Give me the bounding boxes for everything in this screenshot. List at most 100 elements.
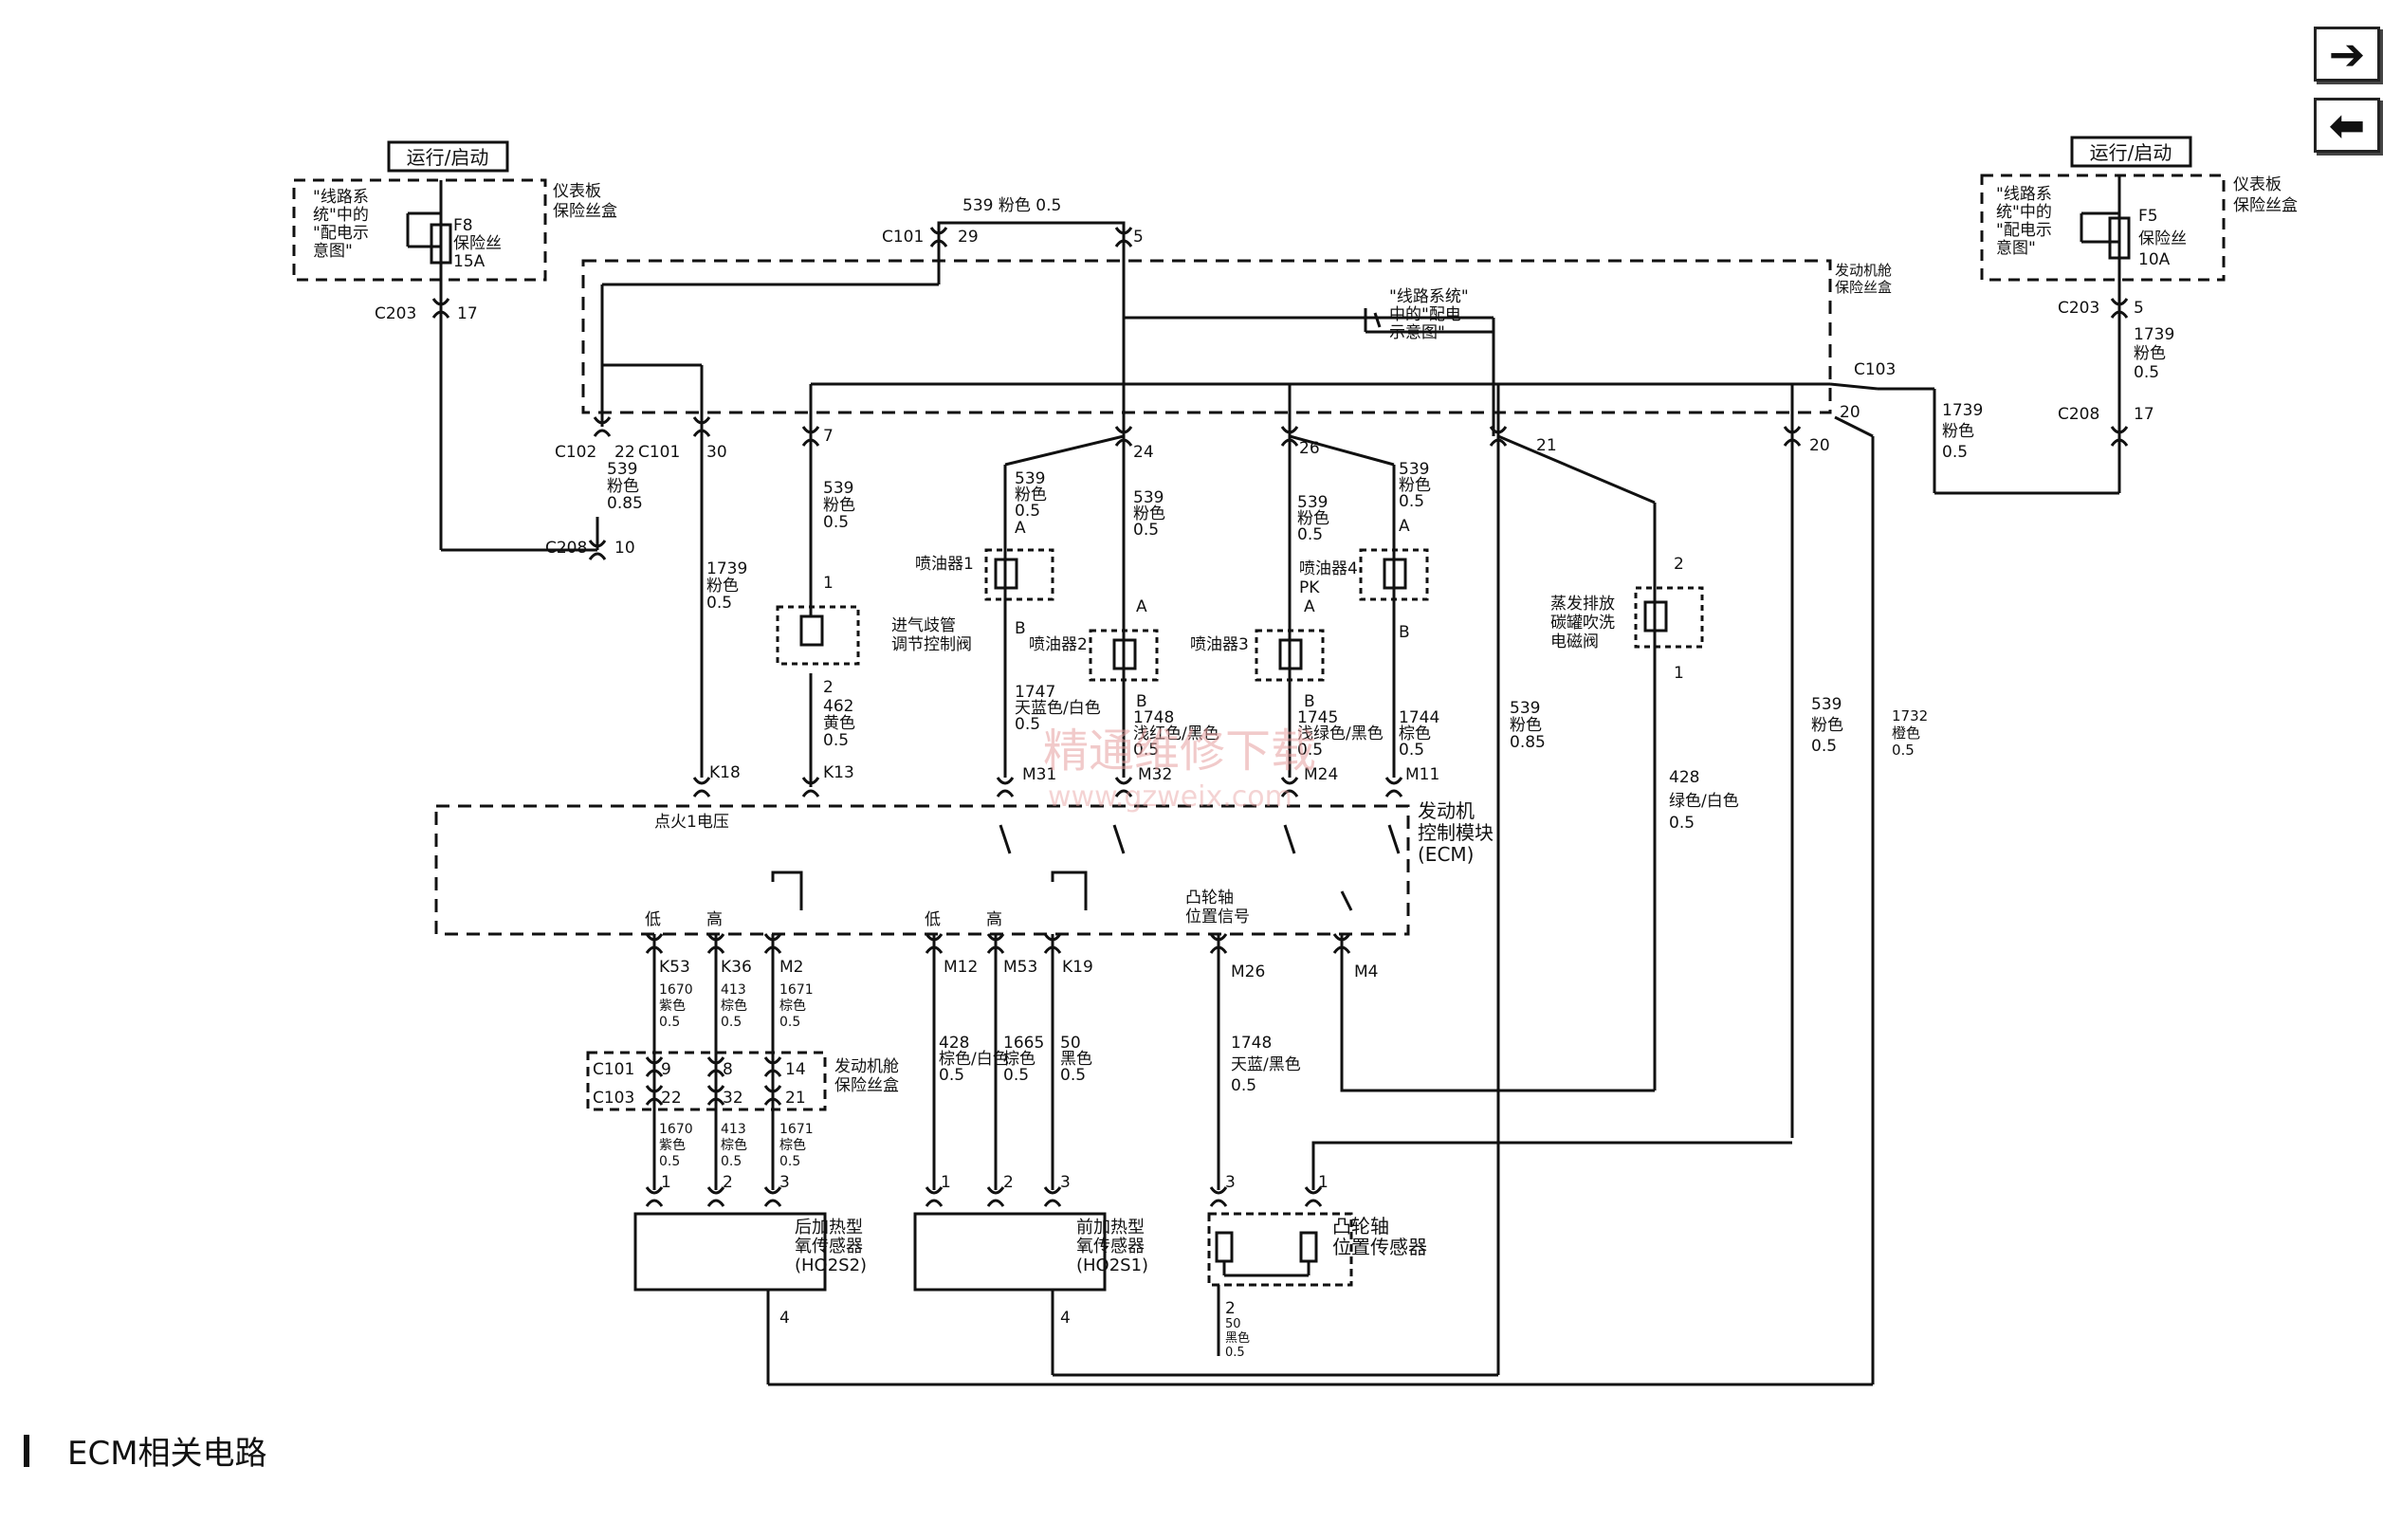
svg-text:M11: M11: [1405, 765, 1439, 784]
svg-text:0.5: 0.5: [659, 1154, 680, 1169]
svg-text:15A: 15A: [453, 252, 486, 271]
svg-text:保险丝盒: 保险丝盒: [834, 1076, 899, 1095]
svg-text:橙色: 橙色: [1892, 724, 1920, 742]
svg-text:粉色: 粉色: [1015, 486, 1047, 504]
svg-text:0.5: 0.5: [2134, 363, 2159, 382]
svg-text:0.5: 0.5: [706, 594, 732, 613]
svg-text:0.5: 0.5: [1133, 521, 1159, 540]
svg-text:仪表板: 仪表板: [553, 182, 601, 201]
svg-text:0.5: 0.5: [1225, 1346, 1245, 1360]
svg-text:0.5: 0.5: [1060, 1066, 1086, 1085]
svg-text:0.5: 0.5: [1297, 741, 1323, 760]
labels: 运行/启动 "线路系 统"中的 "配电示 意图" F8 保险丝 15A 仪表板 …: [313, 136, 2298, 1360]
svg-text:紫色: 紫色: [659, 998, 686, 1014]
svg-text:粉色: 粉色: [706, 577, 739, 596]
svg-text:天蓝/黑色: 天蓝/黑色: [1231, 1055, 1301, 1074]
svg-text:意图": 意图": [1996, 239, 2036, 258]
svg-text:539: 539: [1510, 699, 1540, 718]
svg-text:2: 2: [723, 1173, 733, 1192]
svg-text:1: 1: [1674, 664, 1684, 683]
svg-text:1732: 1732: [1892, 707, 1928, 724]
svg-text:B: B: [1015, 619, 1026, 638]
svg-text:高: 高: [986, 910, 1002, 929]
svg-text:喷油器3: 喷油器3: [1190, 635, 1249, 654]
svg-text:20: 20: [1809, 436, 1830, 455]
svg-text:5: 5: [2134, 299, 2144, 318]
svg-text:0.5: 0.5: [1015, 715, 1040, 734]
next-page-button[interactable]: ➔: [2314, 27, 2380, 82]
svg-text:0.5: 0.5: [721, 1154, 742, 1169]
svg-text:C101: C101: [882, 228, 924, 247]
svg-text:0.5: 0.5: [779, 1154, 800, 1169]
svg-text:M4: M4: [1354, 962, 1378, 981]
svg-text:K18: K18: [709, 763, 741, 782]
svg-text:粉色: 粉色: [1297, 509, 1329, 528]
svg-text:2: 2: [1674, 555, 1684, 574]
svg-text:2: 2: [1225, 1299, 1236, 1318]
svg-text:32: 32: [723, 1089, 743, 1108]
svg-text:粉色: 粉色: [607, 477, 639, 496]
svg-text:仪表板: 仪表板: [2233, 175, 2282, 194]
svg-text:低: 低: [645, 910, 661, 929]
svg-text:保险丝: 保险丝: [2138, 229, 2187, 248]
svg-text:3: 3: [779, 1173, 790, 1192]
svg-text:1: 1: [823, 574, 834, 593]
svg-text:5: 5: [1133, 228, 1144, 247]
svg-text:C103: C103: [593, 1089, 634, 1108]
svg-text:(ECM): (ECM): [1418, 843, 1474, 866]
svg-text:22: 22: [614, 443, 635, 462]
svg-text:"线路系: "线路系: [1996, 185, 2052, 204]
svg-text:(HO2S1): (HO2S1): [1076, 1256, 1148, 1275]
svg-text:21: 21: [785, 1089, 806, 1108]
svg-text:粉色: 粉色: [1399, 476, 1431, 495]
svg-text:C101: C101: [638, 443, 680, 462]
svg-text:F5: F5: [2138, 207, 2158, 226]
svg-text:1671: 1671: [779, 982, 814, 998]
svg-text:539: 539: [1133, 488, 1164, 507]
svg-text:24: 24: [1133, 443, 1154, 462]
svg-text:M2: M2: [779, 958, 803, 977]
svg-text:C102: C102: [555, 443, 596, 462]
svg-text:1747: 1747: [1015, 683, 1055, 702]
svg-text:9: 9: [661, 1060, 671, 1079]
svg-text:A: A: [1015, 519, 1026, 538]
svg-text:黄色: 黄色: [823, 714, 855, 733]
svg-text:14: 14: [785, 1060, 806, 1079]
svg-text:黑色: 黑色: [1060, 1050, 1092, 1069]
svg-text:M26: M26: [1231, 962, 1265, 981]
svg-text:进气歧管: 进气歧管: [891, 616, 956, 635]
svg-text:氧传感器: 氧传感器: [795, 1237, 863, 1256]
svg-text:50: 50: [1225, 1317, 1241, 1331]
svg-text:A: A: [1136, 597, 1147, 616]
svg-text:粉色: 粉色: [1811, 716, 1843, 735]
svg-text:后加热型: 后加热型: [795, 1218, 863, 1238]
svg-text:539: 539: [1015, 469, 1045, 488]
svg-text:调节控制阀: 调节控制阀: [891, 635, 972, 654]
svg-text:A: A: [1399, 517, 1410, 536]
svg-text:控制模块: 控制模块: [1418, 821, 1494, 844]
svg-text:凸轮轴: 凸轮轴: [1185, 889, 1234, 908]
svg-text:黑色: 黑色: [1225, 1330, 1250, 1346]
svg-text:喷油器2: 喷油器2: [1029, 635, 1088, 654]
right-supply-label: 运行/启动: [2090, 141, 2172, 164]
watermark-text: 精通维修下载: [1043, 724, 1316, 778]
svg-text:位置传感器: 位置传感器: [1332, 1236, 1427, 1258]
svg-text:C208: C208: [2058, 405, 2099, 424]
svg-text:0.5: 0.5: [721, 1015, 742, 1030]
svg-text:0.5: 0.5: [1231, 1076, 1256, 1095]
prev-page-button[interactable]: ⬅: [2314, 98, 2380, 153]
svg-text:喷油器1: 喷油器1: [915, 555, 974, 574]
svg-text:0.5: 0.5: [1297, 525, 1323, 544]
svg-text:1: 1: [1318, 1173, 1329, 1192]
svg-text:发动机舱: 发动机舱: [1835, 262, 1892, 279]
svg-text:539: 539: [607, 460, 637, 479]
svg-text:0.5: 0.5: [659, 1015, 680, 1030]
svg-text:保险丝盒: 保险丝盒: [553, 202, 617, 221]
svg-text:"线路系: "线路系: [313, 188, 369, 207]
svg-text:0.5: 0.5: [1015, 502, 1040, 521]
svg-text:示意图": 示意图": [1389, 323, 1445, 342]
svg-text:天蓝色/白色: 天蓝色/白色: [1015, 699, 1101, 718]
svg-text:中的"配电: 中的"配电: [1389, 305, 1461, 324]
svg-text:539 粉色 0.5: 539 粉色 0.5: [962, 196, 1061, 215]
